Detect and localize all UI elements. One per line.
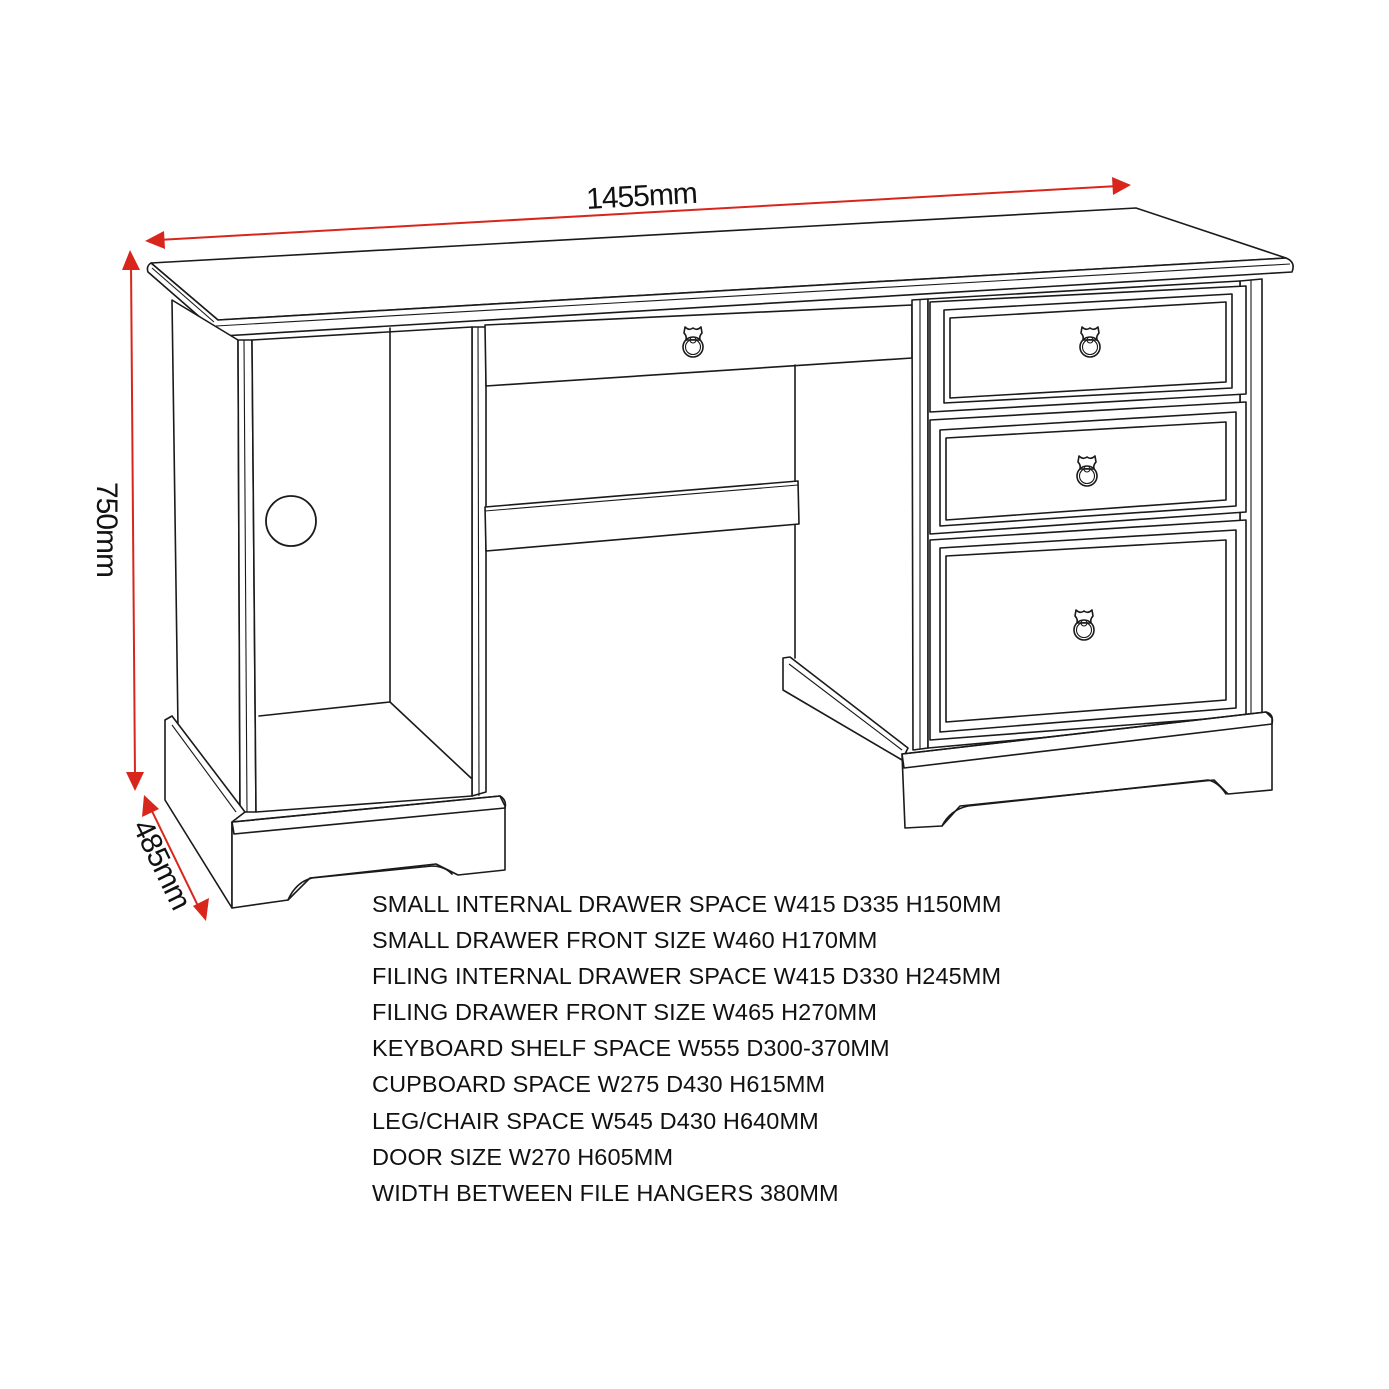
small-drawer-2 bbox=[929, 401, 1247, 535]
left-pedestal bbox=[164, 299, 507, 909]
center-section bbox=[484, 304, 913, 761]
spec-item: DOOR SIZE W270 H605MM bbox=[372, 1143, 674, 1170]
small-drawer-1 bbox=[929, 285, 1247, 413]
width-dimension: 1455mm bbox=[145, 177, 1131, 249]
width-label: 1455mm bbox=[585, 177, 697, 216]
handle-icon bbox=[682, 326, 1101, 641]
filing-drawer bbox=[929, 519, 1247, 741]
right-pedestal bbox=[901, 278, 1274, 829]
cable-hole bbox=[265, 495, 317, 547]
spec-item: CUPBOARD SPACE W275 D430 H615MM bbox=[372, 1071, 826, 1098]
spec-item: FILING DRAWER FRONT SIZE W465 H270MM bbox=[372, 999, 878, 1026]
spec-list: SMALL INTERNAL DRAWER SPACE W415 D335 H1… bbox=[372, 886, 1002, 1211]
spec-item: SMALL INTERNAL DRAWER SPACE W415 D335 H1… bbox=[372, 891, 1002, 917]
spec-item: WIDTH BETWEEN FILE HANGERS 380MM bbox=[372, 1179, 839, 1206]
spec-item: LEG/CHAIR SPACE W545 D430 H640MM bbox=[372, 1107, 819, 1134]
height-dimension: 750mm bbox=[90, 250, 144, 791]
spec-item: FILING INTERNAL DRAWER SPACE W415 D330 H… bbox=[372, 963, 1002, 990]
spec-item: SMALL DRAWER FRONT SIZE W460 H170MM bbox=[372, 927, 878, 954]
height-label: 750mm bbox=[90, 482, 123, 577]
spec-item: KEYBOARD SHELF SPACE W555 D300-370MM bbox=[372, 1035, 890, 1062]
